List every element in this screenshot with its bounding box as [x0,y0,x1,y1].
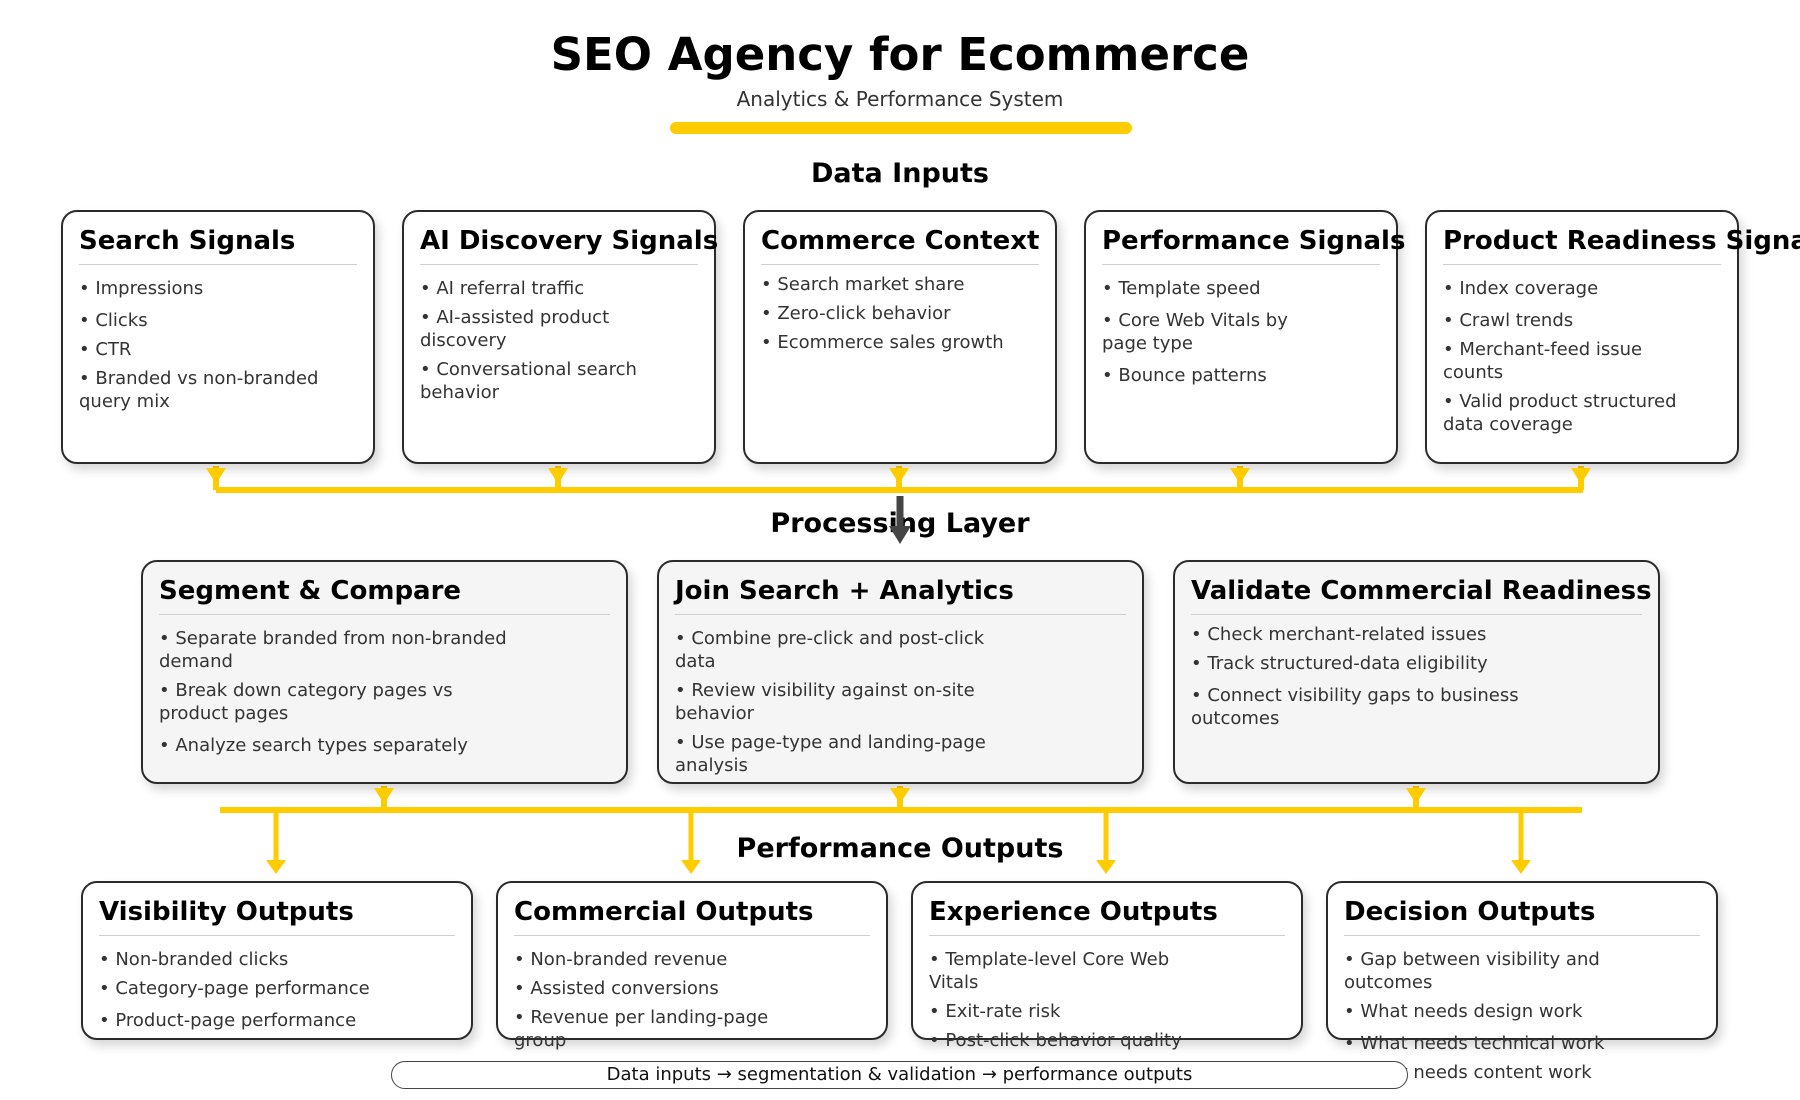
list-item: Revenue per landing-page group [500,1006,804,1052]
list-item: Track structured-data eligibility [1191,652,1642,675]
list-item: Search market share [761,273,1039,296]
list-item: Assisted conversions [514,977,870,1000]
title-accent-bar [670,122,1132,134]
card-title: Search Signals [79,226,357,265]
list-item: CTR [79,338,357,361]
list-item: Index coverage [1443,277,1721,300]
card-title: Commerce Context [761,226,1039,265]
list-item: Check merchant-related issues [1191,623,1642,646]
output-card-commercial: Commercial Outputs Non-branded revenue A… [496,881,888,1051]
flow-summary-footer: Data inputs → segmentation & validation … [391,1061,1408,1089]
list-item: Bounce patterns [1102,364,1380,387]
input-card-product-readiness-signals: Product Readiness Signals Index coverage… [1425,210,1800,464]
list-item: Valid product structured data coverage [1443,390,1703,436]
list-item: Clicks [79,309,357,332]
input-card-search-signals: Search Signals Impressions Clicks CTR Br… [61,210,375,464]
card-title: Join Search + Analytics [675,576,1126,615]
list-item: Non-branded revenue [514,948,870,971]
list-item: Branded vs non-branded query mix [79,367,339,413]
section-heading-outputs: Performance Outputs [736,833,1064,864]
section-heading-processing: Processing Layer [770,508,1030,539]
list-item: Gap between visibility and outcomes [1344,948,1644,994]
list-item: Use page-type and landing-page analysis [675,731,1015,777]
output-arrows [266,810,1531,874]
list-item: Ecommerce sales growth [761,331,1039,354]
list-item: AI referral traffic [420,277,698,300]
list-item: Product-page performance [99,1009,455,1032]
list-item: AI-assisted product discovery [420,306,640,352]
card-title: Segment & Compare [159,576,610,615]
list-item: Template speed [1102,277,1380,300]
card-title: AI Discovery Signals [420,226,718,265]
page-subtitle: Analytics & Performance System [736,87,1064,111]
list-item: What needs design work [1344,1000,1700,1023]
list-item: Separate branded from non-branded demand [159,627,539,673]
card-title: Experience Outputs [929,897,1285,936]
list-item: What needs content work [1344,1061,1700,1084]
list-item: Post-click behavior quality [929,1029,1285,1052]
list-item: Analyze search types separately [159,734,610,757]
list-item: Review visibility against on-site behavi… [675,679,1005,725]
card-title: Visibility Outputs [99,897,455,936]
list-item: Connect visibility gaps to business outc… [1191,684,1531,730]
list-item: Conversational search behavior [420,358,670,404]
list-item: Zero-click behavior [761,302,1039,325]
list-item: Template-level Core Web Vitals [929,948,1209,994]
list-item: Core Web Vitals by page type [1102,309,1322,355]
page-title: SEO Agency for Ecommerce [550,28,1250,81]
card-title: Product Readiness Signals [1443,226,1800,265]
section-heading-inputs: Data Inputs [811,158,989,189]
card-title: Commercial Outputs [514,897,870,936]
list-item: Merchant-feed issue counts [1443,338,1673,384]
list-item: Break down category pages vs product pag… [159,679,499,725]
list-item: Impressions [79,277,357,300]
processing-card-segment-compare: Segment & Compare Separate branded from … [141,560,628,784]
processing-card-join-search-analytics: Join Search + Analytics Combine pre-clic… [657,560,1144,784]
card-title: Performance Signals [1102,226,1405,265]
card-title: Validate Commercial Readiness [1191,576,1652,615]
list-item: Non-branded clicks [99,948,455,971]
list-item: Combine pre-click and post-click data [675,627,1025,673]
output-card-experience: Experience Outputs Template-level Core W… [911,881,1303,1051]
list-item: Exit-rate risk [929,1000,1285,1023]
output-card-decision: Decision Outputs Gap between visibility … [1326,881,1718,1083]
input-card-ai-discovery-signals: AI Discovery Signals AI referral traffic… [402,210,718,464]
input-card-performance-signals: Performance Signals Template speed Core … [1084,210,1405,464]
output-card-visibility: Visibility Outputs Non-branded clicks Ca… [81,881,473,1040]
list-item: Category-page performance [99,977,455,1000]
list-item: What needs technical work [1344,1032,1700,1055]
input-card-commerce-context: Commerce Context Search market share Zer… [743,210,1057,464]
card-title: Decision Outputs [1344,897,1700,936]
processing-card-validate-commercial-readiness: Validate Commercial Readiness Check merc… [1173,560,1660,784]
list-item: Crawl trends [1443,309,1721,332]
